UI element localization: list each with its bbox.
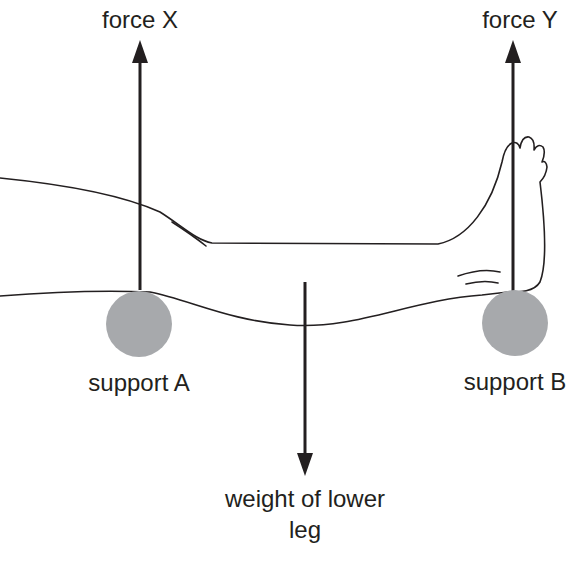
arrow-head (297, 453, 313, 476)
support-circle-shape (482, 290, 548, 356)
support-node: support A (84, 291, 193, 398)
arrow-head (505, 40, 521, 63)
support-circle (482, 290, 548, 356)
leg-lower-outline (0, 291, 508, 325)
ankle-crease (458, 271, 500, 276)
force-label: force Y (482, 4, 558, 35)
support-circle-shape (106, 291, 172, 357)
knee-crease (172, 222, 206, 246)
force-label: force X (102, 4, 178, 35)
weight-arrow (304, 282, 307, 457)
ankle-crease (466, 282, 498, 284)
support-node: support B (460, 290, 571, 397)
weight-label: weight of lower leg (210, 483, 400, 545)
support-label: support B (460, 366, 571, 397)
support-circle (106, 291, 172, 357)
arrow-head (132, 40, 148, 63)
force-x-arrow (139, 58, 142, 290)
support-label: support A (84, 367, 193, 398)
leg-upper-outline (0, 137, 547, 292)
force-y-arrow (512, 58, 515, 292)
